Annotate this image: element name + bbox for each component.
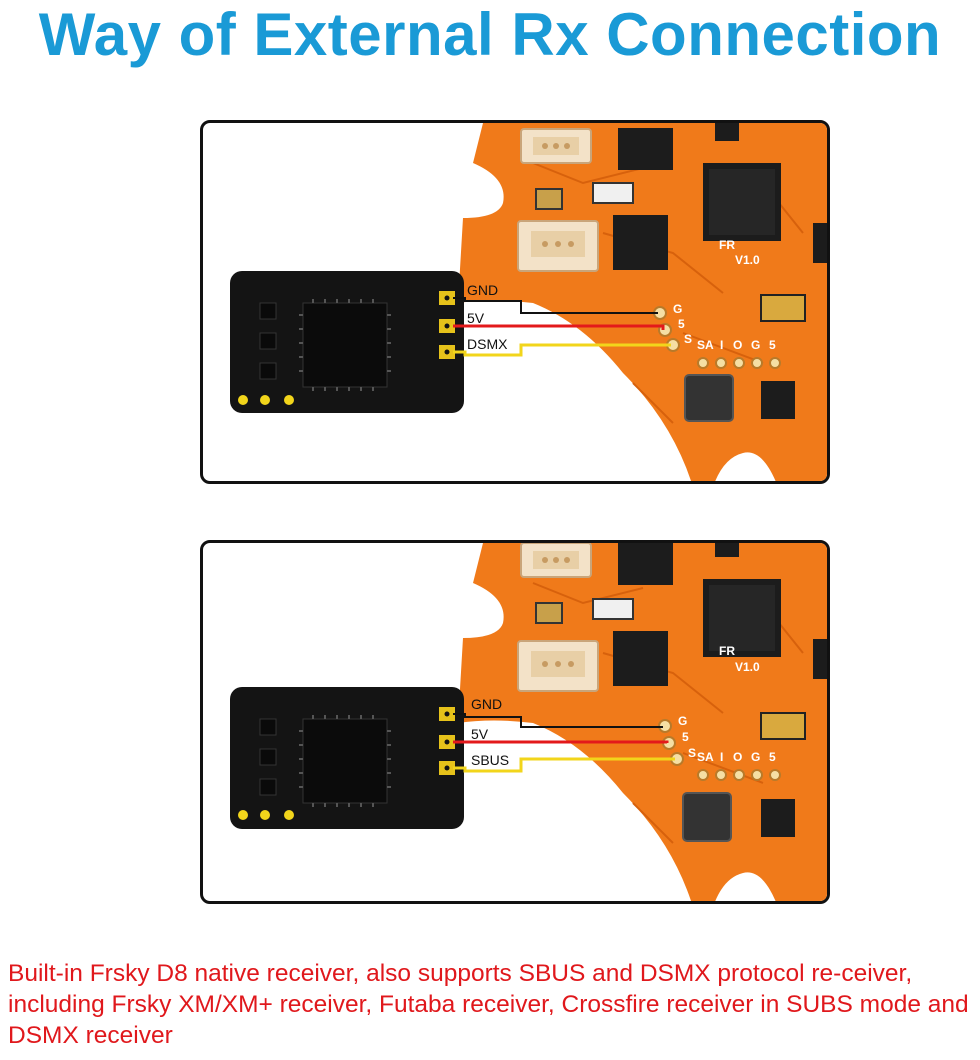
pin-label-gnd: GND bbox=[471, 696, 502, 712]
silk-label: I bbox=[720, 750, 723, 764]
wire-5v bbox=[453, 740, 669, 744]
silk-label: O bbox=[733, 338, 742, 352]
capacitor bbox=[760, 712, 806, 740]
chip bbox=[813, 223, 827, 263]
connection-diagram: FR V1.0 G 5 S SA I O G 5 bbox=[230, 543, 827, 901]
pin-label-5v: 5V bbox=[471, 726, 489, 742]
silk-label: I bbox=[720, 338, 723, 352]
receiver-module bbox=[230, 687, 464, 829]
wire-signal bbox=[453, 343, 671, 357]
chip bbox=[613, 631, 668, 686]
pin-label-gnd: GND bbox=[467, 282, 498, 298]
connection-panel-dsmx: FR V1.0 G 5 S SA I O G 5 bbox=[200, 120, 830, 484]
silk-label: 5 bbox=[769, 750, 776, 764]
pin-label-signal: SBUS bbox=[471, 752, 509, 768]
board-version-label: V1.0 bbox=[735, 660, 760, 674]
pin-label-signal: DSMX bbox=[467, 336, 508, 352]
inductor bbox=[682, 792, 732, 842]
board-version-label: V1.0 bbox=[735, 253, 760, 267]
capacitor bbox=[535, 602, 563, 624]
pad-label: G bbox=[678, 714, 687, 728]
silk-label: SA bbox=[697, 750, 714, 764]
wire-gnd bbox=[453, 713, 663, 728]
wire-gnd bbox=[453, 297, 658, 314]
pin-label-5v: 5V bbox=[467, 310, 485, 326]
silk-label: G bbox=[751, 750, 760, 764]
connection-panel-sbus: FR V1.0 G 5 S SA I O G 5 bbox=[200, 540, 830, 904]
chip bbox=[715, 123, 739, 141]
flight-controller-board: FR V1.0 G 5 S SA I O G 5 bbox=[458, 123, 827, 481]
wire-5v bbox=[453, 324, 665, 330]
chip bbox=[715, 543, 739, 557]
silk-label: SA bbox=[697, 338, 714, 352]
board-version-label: FR bbox=[719, 644, 735, 658]
chip bbox=[813, 639, 827, 679]
silk-label: G bbox=[751, 338, 760, 352]
connection-diagram: FR V1.0 G 5 S SA I O G 5 bbox=[230, 123, 827, 481]
capacitor bbox=[592, 182, 634, 204]
receiver-module bbox=[230, 271, 464, 413]
pad-label: S bbox=[688, 746, 696, 760]
flight-controller-board: FR V1.0 G 5 S SA I O G 5 bbox=[458, 543, 827, 901]
chip bbox=[761, 799, 795, 837]
capacitor bbox=[535, 188, 563, 210]
capacitor bbox=[760, 294, 806, 322]
pad-label: S bbox=[684, 332, 692, 346]
inductor bbox=[684, 374, 734, 422]
wire-signal bbox=[453, 757, 675, 773]
chip bbox=[618, 128, 673, 170]
pad-label: 5 bbox=[682, 730, 689, 744]
pad-label: G bbox=[673, 302, 682, 316]
pad-label: 5 bbox=[678, 317, 685, 331]
silk-label: 5 bbox=[769, 338, 776, 352]
board-version-label: FR bbox=[719, 238, 735, 252]
chip bbox=[761, 381, 795, 419]
capacitor bbox=[592, 598, 634, 620]
description-text: Built-in Frsky D8 native receiver, also … bbox=[8, 960, 969, 1049]
page-title: Way of External Rx Connection bbox=[38, 1, 942, 68]
chip bbox=[613, 215, 668, 270]
silk-label: O bbox=[733, 750, 742, 764]
chip bbox=[618, 543, 673, 585]
